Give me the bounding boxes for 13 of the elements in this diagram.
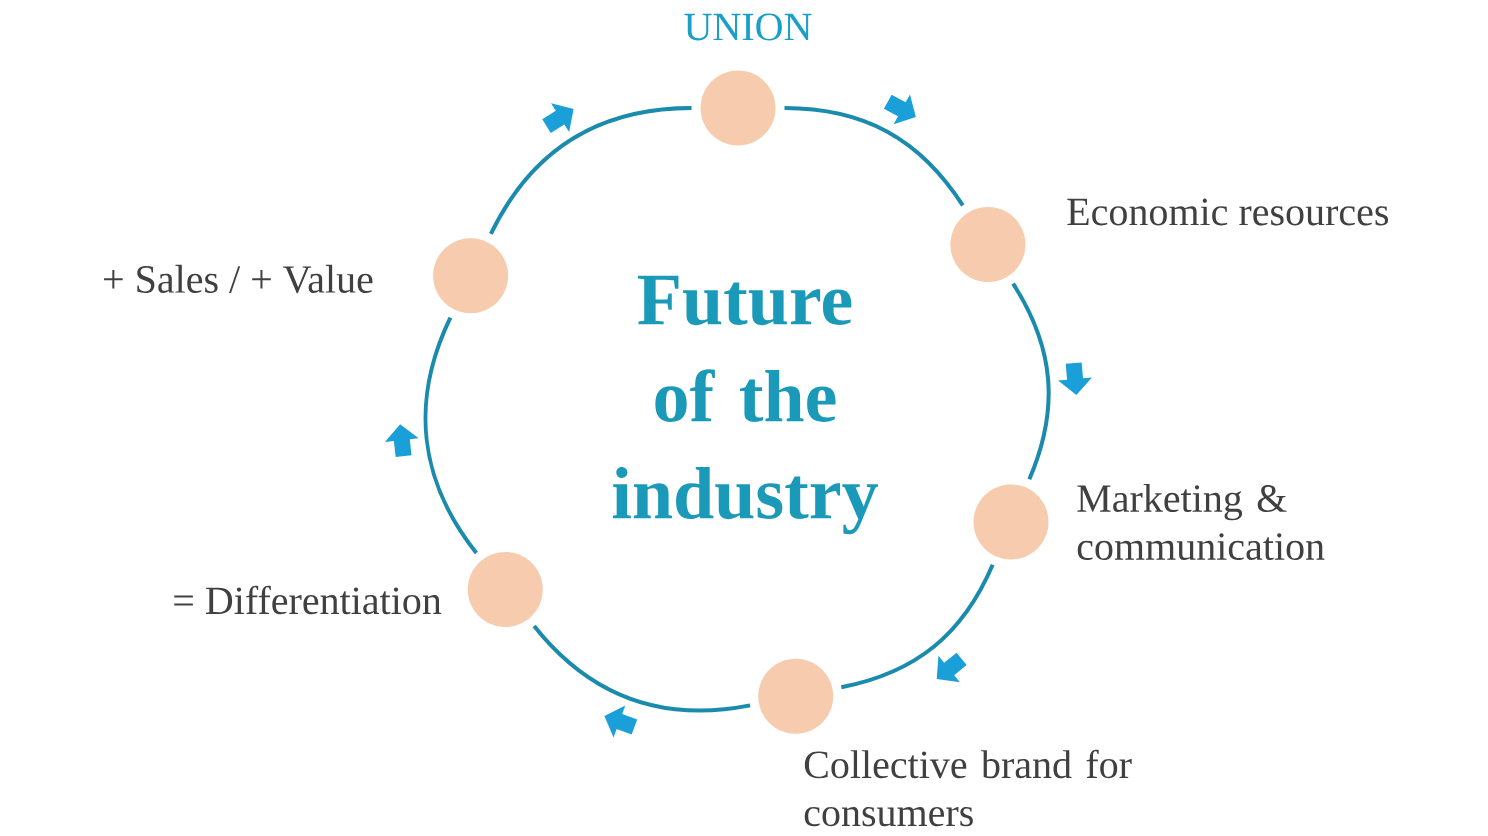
ring-arc <box>489 106 692 235</box>
ring-arc <box>1011 282 1051 480</box>
node-label: Collective brand for consumers <box>804 749 1132 827</box>
node-label: Marketing & communication <box>1077 483 1325 561</box>
ring-arc <box>532 624 751 713</box>
ring-arc <box>784 106 965 207</box>
ring-arc <box>423 316 478 555</box>
node-label: = Differentiation <box>174 585 442 615</box>
node-label: Economic resources <box>1067 198 1388 226</box>
node-label: UNION <box>684 13 812 41</box>
ring-arc <box>840 563 995 690</box>
node-label: + Sales / + Value <box>104 264 373 294</box>
center-heading: Future of the industry <box>613 275 878 535</box>
